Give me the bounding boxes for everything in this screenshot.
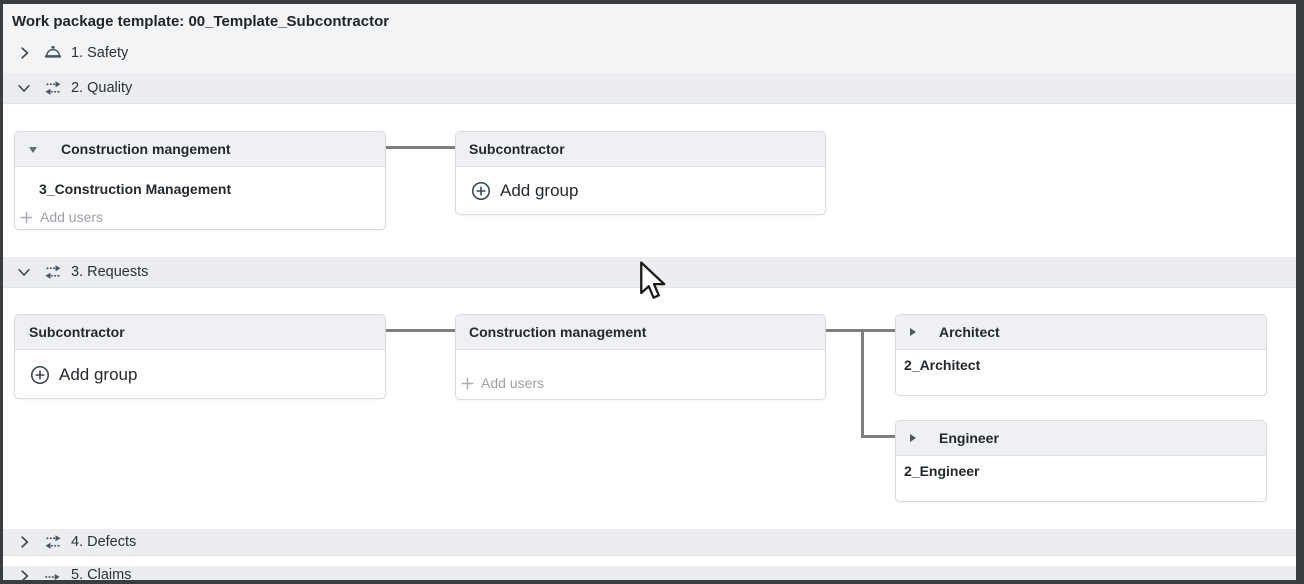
connector-line	[826, 329, 895, 332]
card-title: Construction management	[469, 324, 647, 340]
card-header[interactable]: Subcontractor	[456, 132, 825, 167]
section-row-defects[interactable]: 4. Defects	[3, 529, 1296, 556]
section-row-claims[interactable]: 5. Claims	[3, 566, 1296, 580]
chevron-down-icon[interactable]	[15, 263, 33, 281]
hard-hat-icon	[43, 43, 63, 63]
window-border-right	[1296, 0, 1304, 584]
workflow-arrows-icon	[43, 78, 63, 98]
card-quality-construction-management: Construction mangement 3_Construction Ma…	[14, 131, 386, 230]
section-label: 2. Quality	[71, 80, 133, 96]
add-group-button[interactable]: Add group	[456, 167, 825, 215]
workflow-arrows-icon	[43, 532, 63, 552]
caret-right-icon[interactable]	[910, 328, 916, 336]
section-row-requests[interactable]: 3. Requests	[3, 257, 1296, 288]
plus-circle-icon	[29, 364, 51, 386]
add-group-label: Add group	[59, 364, 138, 384]
connector-line	[386, 146, 455, 149]
add-group-label: Add group	[500, 181, 579, 200]
card-body: 3_Construction Management Add users	[15, 167, 385, 230]
connector-line	[386, 329, 455, 332]
group-entry[interactable]: 2_Engineer	[904, 463, 980, 479]
workflow-arrows-icon	[43, 262, 63, 282]
connector-line	[861, 329, 864, 438]
add-users-button[interactable]: Add users	[20, 209, 103, 225]
add-group-button[interactable]: Add group	[15, 350, 385, 399]
card-header[interactable]: Architect	[896, 315, 1266, 350]
window-border-top	[0, 0, 1304, 4]
section-label: 3. Requests	[71, 264, 149, 280]
card-requests-architect: Architect 2_Architect	[895, 314, 1267, 396]
plus-icon	[461, 377, 474, 390]
group-entry[interactable]: 3_Construction Management	[39, 181, 232, 197]
card-header[interactable]: Engineer	[896, 421, 1266, 456]
caret-down-icon[interactable]	[29, 146, 37, 153]
chevron-down-icon[interactable]	[15, 79, 33, 97]
card-quality-subcontractor: Subcontractor Add group	[455, 131, 826, 215]
header-band: Work package template: 00_Template_Subco…	[3, 4, 1296, 74]
dotted-arrow-right-icon	[43, 567, 63, 580]
window-border-bottom	[0, 580, 1304, 584]
card-body: Add group	[15, 350, 385, 399]
card-header[interactable]: Subcontractor	[15, 315, 385, 350]
card-title: Engineer	[939, 430, 999, 446]
card-header[interactable]: Construction management	[456, 315, 825, 350]
plus-circle-icon	[470, 180, 492, 202]
chevron-right-icon[interactable]	[15, 567, 33, 580]
section-row-quality[interactable]: 2. Quality	[3, 73, 1296, 104]
section-label: 4. Defects	[71, 534, 137, 550]
add-users-label: Add users	[481, 375, 545, 391]
card-requests-engineer: Engineer 2_Engineer	[895, 420, 1267, 502]
add-users-label: Add users	[40, 209, 104, 225]
card-requests-construction-management: Construction management Add users	[455, 314, 826, 400]
card-title: Architect	[939, 324, 1000, 340]
window-border-left	[0, 0, 3, 584]
section-label: 5. Claims	[71, 567, 132, 580]
page-title: Work package template: 00_Template_Subco…	[12, 13, 390, 30]
connector-line	[861, 435, 895, 438]
card-body: 2_Architect	[896, 350, 1266, 396]
chevron-right-icon[interactable]	[15, 44, 33, 62]
section-row-safety[interactable]: 1. Safety	[3, 36, 1296, 69]
section-label: 1. Safety	[71, 44, 129, 61]
plus-icon	[20, 211, 33, 224]
card-header[interactable]: Construction mangement	[15, 132, 385, 167]
caret-right-icon[interactable]	[910, 434, 916, 442]
card-title: Construction mangement	[61, 141, 231, 157]
card-body: Add users	[456, 350, 825, 400]
card-body: Add group	[456, 167, 825, 215]
card-requests-subcontractor: Subcontractor Add group	[14, 314, 386, 399]
chevron-right-icon[interactable]	[15, 533, 33, 551]
card-title: Subcontractor	[29, 324, 125, 340]
card-body: 2_Engineer	[896, 456, 1266, 502]
group-entry[interactable]: 2_Architect	[904, 357, 981, 373]
add-users-button[interactable]: Add users	[461, 375, 544, 391]
card-title: Subcontractor	[469, 141, 565, 157]
